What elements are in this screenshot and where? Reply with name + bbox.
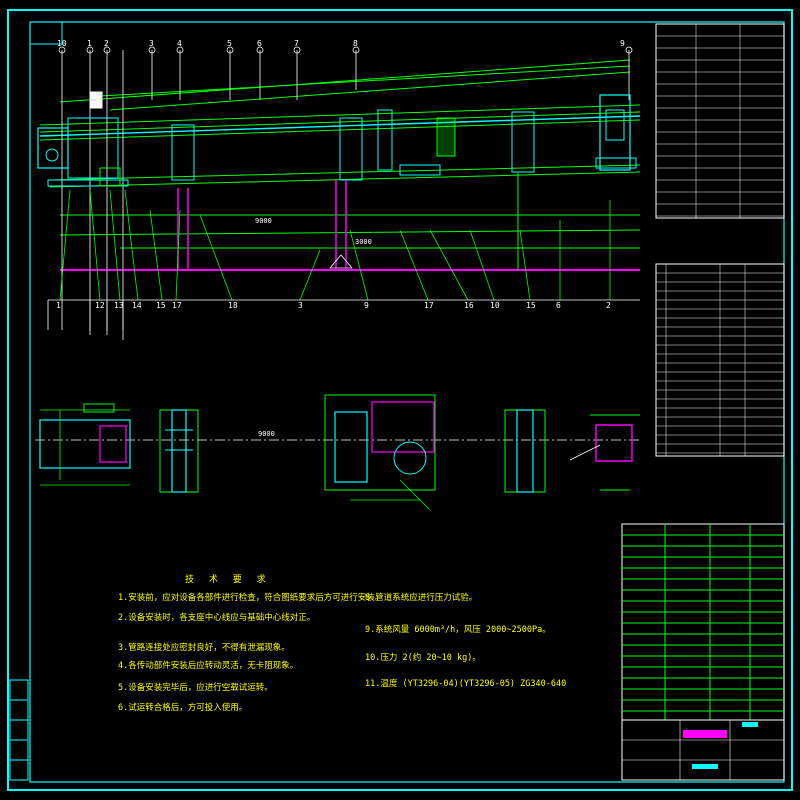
callout-bottom-4: 15 [156, 301, 166, 310]
callout-bottom-9: 17 [424, 301, 434, 310]
binding-strip [9, 679, 29, 781]
callout-bottom-6: 18 [228, 301, 238, 310]
note-left-3: 4.各传动部件安装后应转动灵活，无卡阻现象。 [118, 660, 298, 671]
callout-bottom-8: 9 [364, 301, 369, 310]
dimension-span: 9000 [255, 217, 272, 225]
callout-top-1: 1 [87, 39, 92, 48]
callout-bottom-12: 15 [526, 301, 536, 310]
bom-table [621, 523, 785, 721]
drawing-outer-frame [7, 9, 793, 791]
callout-bottom-5: 17 [172, 301, 182, 310]
note-left-4: 5.设备安装完毕后，应进行空载试运转。 [118, 682, 273, 693]
notes-title: 技 术 要 求 [185, 573, 272, 585]
plan-support-2 [504, 409, 546, 493]
callout-bottom-1: 12 [95, 301, 105, 310]
callout-bottom-0: 1 [56, 301, 61, 310]
note-right-3: 11.温度 (YT3296-04)(YT3296-05) ZG340-640 [365, 678, 566, 689]
bottom-callout-labels: 1 12 13 14 15 17 18 3 9 17 16 10 15 6 2 [56, 301, 611, 310]
note-right-0: 8.管道系统应进行压力试验。 [365, 592, 477, 603]
top-callout-labels: 10 1 2 3 4 5 6 7 8 9 [57, 39, 625, 48]
center-plate [399, 117, 456, 176]
support-pillar-2 [329, 109, 393, 269]
note-left-2: 3.管路连接处应密封良好，不得有泄漏现象。 [118, 642, 290, 653]
drive-assembly [37, 91, 129, 187]
callout-top-3: 3 [149, 39, 154, 48]
parts-list-table [655, 263, 785, 457]
callout-bottom-14: 2 [606, 301, 611, 310]
corner-box [29, 21, 63, 45]
callout-bottom-10: 16 [464, 301, 474, 310]
notes-right: 8.管道系统应进行压力试验。 9.系统风量 6000m³/h，风压 2000~2… [365, 592, 566, 689]
callout-top-8: 8 [353, 39, 358, 48]
dimension-section: 3000 [355, 238, 372, 246]
plan-dimension: 9000 [258, 430, 275, 438]
callout-bottom-2: 13 [114, 301, 124, 310]
note-right-1: 9.系统风量 6000m³/h，风压 2000~2500Pa。 [365, 624, 551, 635]
callout-top-2: 2 [104, 39, 109, 48]
note-left-0: 1.安装前，应对设备各部件进行检查，符合图纸要求后方可进行安装。 [118, 592, 383, 603]
note-right-2: 10.压力 2(约 20~10 kg)。 [365, 652, 481, 663]
plan-left-bearing [39, 403, 131, 486]
callout-top-6: 6 [257, 39, 262, 48]
top-callout-markers [58, 46, 633, 54]
callout-bottom-3: 14 [132, 301, 142, 310]
plan-right-end [569, 414, 640, 491]
plan-center-assembly [324, 394, 436, 511]
plan-support-1 [159, 409, 199, 493]
plan-view: 9000 [35, 394, 640, 511]
callout-bottom-11: 10 [490, 301, 500, 310]
callout-top-7: 7 [294, 39, 299, 48]
spec-table [655, 23, 785, 219]
bottom-leaders [59, 189, 611, 301]
notes-left: 1.安装前，应对设备各部件进行检查，符合图纸要求后方可进行安装。 2.设备安装时… [118, 592, 383, 713]
callout-bottom-7: 3 [298, 301, 303, 310]
note-left-1: 2.设备安装时，各支座中心线应与基础中心线对正。 [118, 612, 315, 623]
callout-bottom-13: 6 [556, 301, 561, 310]
bottom-callout-baseline [47, 299, 640, 340]
callout-top-0: 10 [57, 39, 67, 48]
note-left-5: 6.试运转合格后，方可投入使用。 [118, 702, 247, 713]
main-beam-lines [39, 59, 641, 249]
right-end-assembly [595, 94, 637, 171]
support-pillar-3 [511, 111, 535, 270]
title-block [621, 719, 785, 781]
callout-top-4: 4 [177, 39, 182, 48]
elevation-view: 9000 3000 [37, 46, 641, 330]
callout-top-5: 5 [227, 39, 232, 48]
callout-top-9: 9 [620, 39, 625, 48]
